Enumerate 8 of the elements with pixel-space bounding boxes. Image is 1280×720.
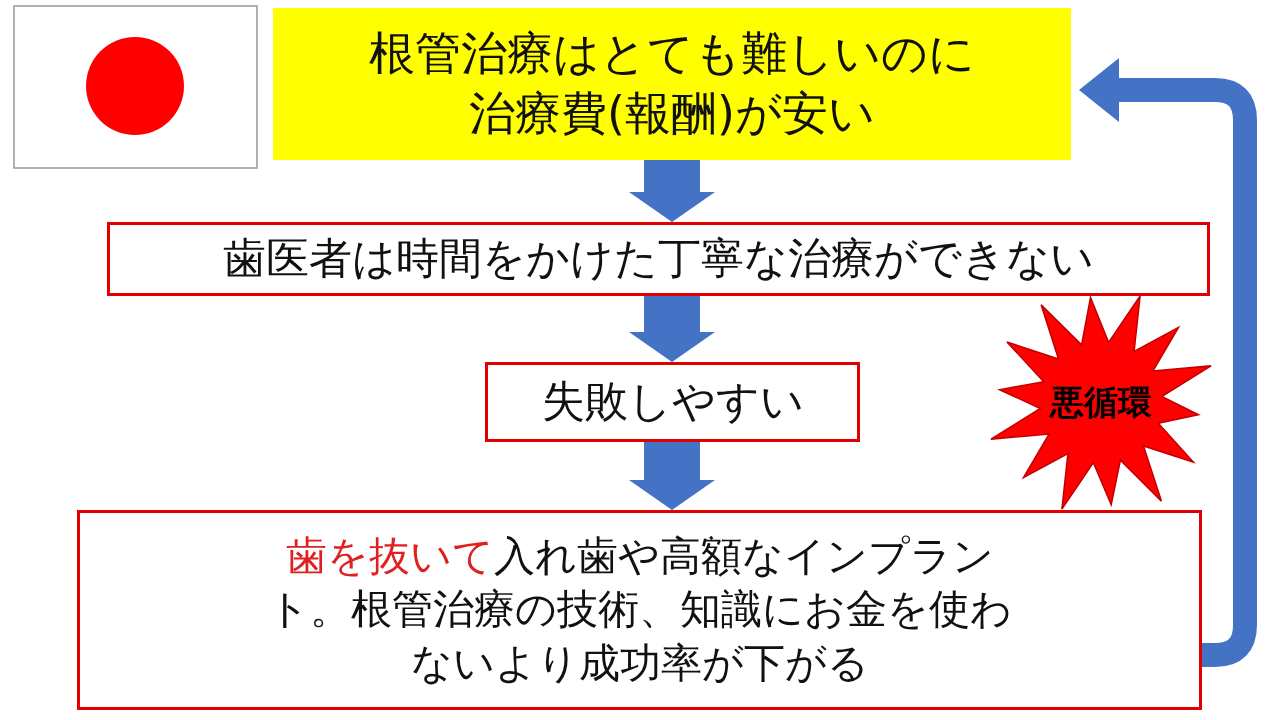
arrow [1079, 58, 1257, 667]
process-box: 歯を抜いて入れ歯や高額なインプラント。根管治療の技術、知識にお金を使わないより成功率が下がる [77, 510, 1202, 710]
arrow [629, 160, 715, 222]
arrow [629, 442, 715, 510]
process-box: 根管治療はとても難しいのに治療費(報酬)が安い [273, 8, 1071, 160]
arrow [629, 296, 715, 362]
process-box: 失敗しやすい [485, 362, 860, 442]
process-box: 歯医者は時間をかけた丁寧な治療ができない [107, 222, 1210, 296]
